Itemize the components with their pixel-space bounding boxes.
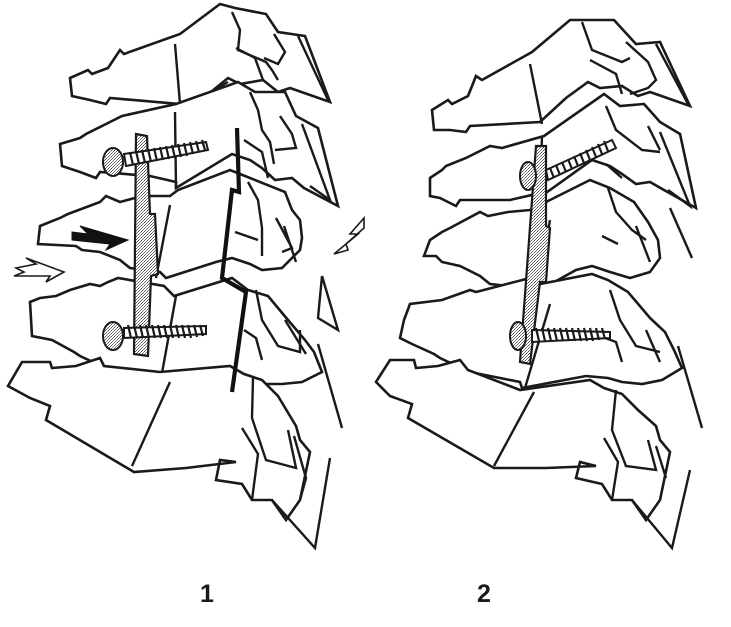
upper-screw — [102, 139, 210, 177]
fracture-line — [219, 127, 249, 393]
panel-2-spine — [374, 18, 704, 551]
vertebra-3 — [36, 168, 304, 280]
screw-head — [509, 321, 527, 351]
screw-head — [102, 147, 124, 177]
vertebra-1 — [68, 2, 333, 106]
vertebra-5 — [6, 356, 332, 551]
screw-head — [519, 161, 537, 191]
panel-label-1: 1 — [200, 580, 214, 608]
vertebra-1 — [430, 18, 693, 134]
panel-1-spine — [6, 2, 365, 551]
screw-head — [102, 321, 124, 351]
open-arrow-right-icon — [333, 215, 365, 255]
lower-screw — [509, 321, 611, 351]
open-arrow-left-icon — [13, 257, 66, 283]
spinous-process — [316, 275, 341, 333]
lower-screw — [102, 321, 207, 351]
upper-screw — [519, 138, 618, 191]
spinous-process — [296, 35, 330, 101]
spinous-process — [654, 43, 690, 105]
solid-arrow-icon — [71, 225, 130, 252]
panel-label-2: 2 — [477, 580, 491, 608]
spinous-process — [658, 131, 693, 210]
spinous-process — [300, 123, 333, 204]
vertebra-5 — [374, 358, 692, 551]
